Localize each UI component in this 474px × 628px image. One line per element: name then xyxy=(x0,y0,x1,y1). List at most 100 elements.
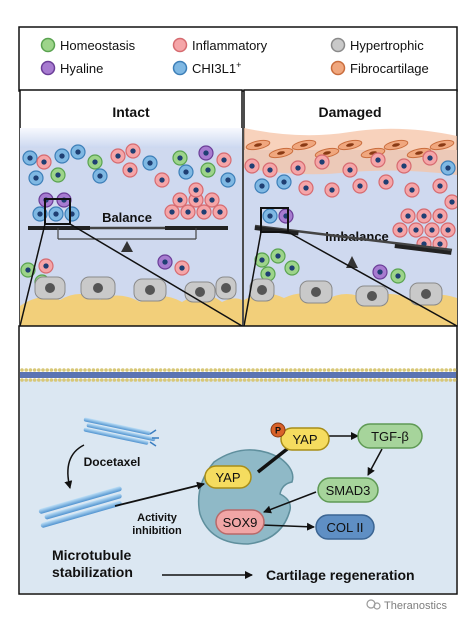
legend-label: Homeostasis xyxy=(60,38,136,53)
lipid-head xyxy=(360,378,365,382)
cell-nucleus xyxy=(445,227,451,233)
lipid-head xyxy=(247,378,251,382)
lipid-head xyxy=(146,368,150,372)
cell-nucleus xyxy=(97,173,103,179)
lipid-head xyxy=(158,368,163,372)
lipid-head xyxy=(423,368,428,372)
lipid-head xyxy=(364,378,369,382)
lipid-head xyxy=(255,368,259,372)
cell-nucleus xyxy=(397,227,403,233)
lipid-head xyxy=(381,368,386,372)
lipid-head xyxy=(360,368,365,372)
sox9-to-col2-arrow xyxy=(261,522,315,531)
lipid-head xyxy=(326,378,331,382)
microtubule-bundle-top xyxy=(83,417,159,447)
legend-swatch xyxy=(330,37,346,53)
cell-nucleus xyxy=(221,157,227,163)
lipid-head xyxy=(410,368,415,372)
lipid-head xyxy=(343,378,348,382)
lipid-head xyxy=(389,378,394,382)
watermark: Theranostics xyxy=(366,599,447,612)
lipid-head xyxy=(314,378,318,382)
lipid-head xyxy=(427,368,432,372)
lipid-head xyxy=(394,378,398,382)
lipid-head xyxy=(37,368,41,372)
lipid-head xyxy=(79,378,83,382)
lipid-head xyxy=(251,378,255,382)
lipid-head xyxy=(179,378,184,382)
cell-nucleus xyxy=(205,167,211,173)
cell-nucleus xyxy=(267,167,273,173)
lipid-head xyxy=(112,378,117,382)
lipid-head xyxy=(184,378,188,382)
cell-nucleus xyxy=(193,187,199,193)
lipid-head xyxy=(431,378,436,382)
lipid-head xyxy=(440,378,444,382)
lipid-head xyxy=(448,368,453,372)
lipid-head xyxy=(289,368,293,372)
lipid-head xyxy=(217,368,222,372)
lipid-head xyxy=(394,368,398,372)
lipid-head xyxy=(196,368,201,372)
cell-nucleus xyxy=(254,143,262,147)
lipid-head xyxy=(32,368,37,372)
lipid-head xyxy=(79,368,83,372)
smad3-node: SMAD3 xyxy=(317,477,379,503)
lipid-head xyxy=(142,368,146,372)
lipid-head xyxy=(448,378,453,382)
legend-label: CHI3L1+ xyxy=(192,60,241,76)
cell-nucleus xyxy=(392,143,400,147)
cell-nucleus xyxy=(225,177,231,183)
lipid-head xyxy=(280,368,285,372)
lipid-head xyxy=(112,368,117,372)
cell-nucleus xyxy=(203,150,209,156)
lipid-head xyxy=(318,368,323,372)
lipid-head xyxy=(305,378,310,382)
lipid-head xyxy=(436,378,440,382)
lipid-head xyxy=(440,368,444,372)
lipid-head xyxy=(154,378,159,382)
lipid-head xyxy=(91,368,96,372)
lipid-head xyxy=(41,378,45,382)
balance-label: Balance xyxy=(102,210,152,225)
lipid-head xyxy=(406,368,411,372)
cell-nucleus xyxy=(259,183,265,189)
lipid-head xyxy=(238,368,243,372)
lipid-head xyxy=(293,378,297,382)
lipid-head xyxy=(297,368,302,372)
lipid-head xyxy=(444,368,449,372)
cell-nucleus xyxy=(93,283,103,293)
cell-nucleus xyxy=(329,187,335,193)
lipid-head xyxy=(268,368,272,372)
legend-label: Hyaline xyxy=(60,61,103,76)
lipid-head xyxy=(32,378,37,382)
cell-nucleus xyxy=(169,209,175,215)
lipid-head xyxy=(452,378,457,382)
lipid-head xyxy=(70,368,75,372)
cell-nucleus xyxy=(162,259,168,265)
lipid-head xyxy=(116,378,121,382)
lipid-head xyxy=(436,368,440,372)
cartilage-regeneration-label: Cartilage regeneration xyxy=(266,567,415,583)
cell-nucleus xyxy=(449,199,455,205)
smad3-node-label: SMAD3 xyxy=(326,483,371,498)
tgfb-to-smad3-arrow xyxy=(367,448,383,476)
docetaxel-arrow xyxy=(64,444,85,489)
balance-scale xyxy=(28,226,228,252)
phospho-tag xyxy=(270,422,286,438)
smad3-to-sox9-arrow xyxy=(263,491,317,514)
lipid-head xyxy=(234,368,238,372)
lipid-head xyxy=(205,368,209,372)
lipid-head xyxy=(305,368,310,372)
lipid-head xyxy=(175,368,180,372)
cell-nucleus xyxy=(217,209,223,215)
lipid-head xyxy=(24,368,29,372)
lipid-head xyxy=(364,368,369,372)
cell-nucleus xyxy=(415,151,423,155)
lipid-head xyxy=(20,368,24,372)
lipid-head xyxy=(108,378,112,382)
lipid-head xyxy=(108,368,112,372)
